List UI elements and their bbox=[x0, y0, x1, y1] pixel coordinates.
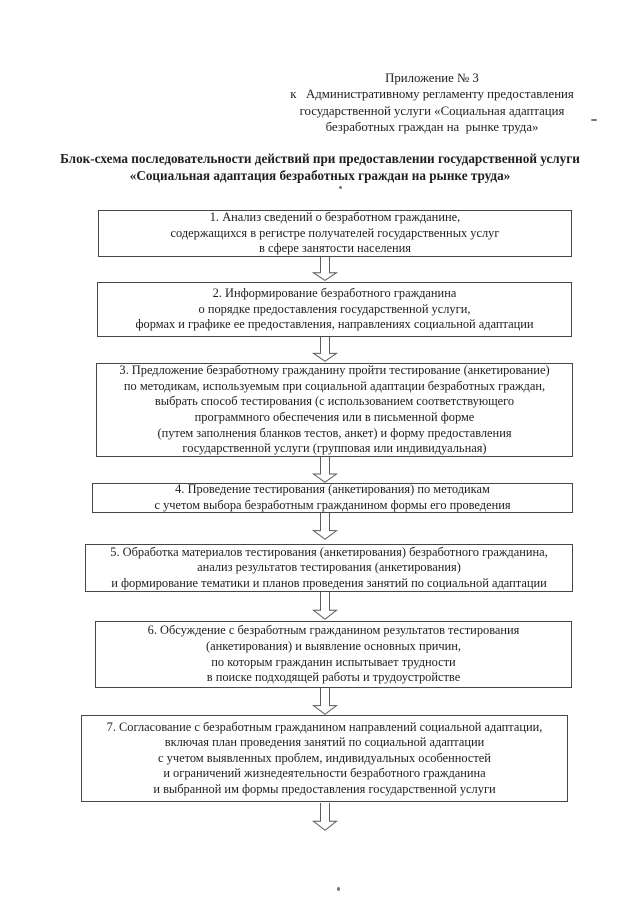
page-title: Блок-схема последовательности действий п… bbox=[0, 151, 640, 184]
flow-step-6-box: 6. Обсуждение с безработным гражданином … bbox=[95, 621, 572, 688]
flow-arrow-icon bbox=[310, 592, 340, 620]
flow-step-7-text: 7. Согласование с безработным гражданино… bbox=[106, 719, 543, 796]
flow-arrow-icon bbox=[310, 257, 340, 281]
appendix-header: Приложение № 3 к Административному регла… bbox=[278, 70, 586, 136]
flow-step-7-box: 7. Согласование с безработным гражданино… bbox=[81, 715, 568, 802]
flow-step-1-box: 1. Анализ сведений о безработном граждан… bbox=[98, 210, 572, 257]
page-title-line: «Социальная адаптация безработных гражда… bbox=[129, 167, 511, 183]
flow-arrow-icon bbox=[310, 513, 340, 540]
flow-step-2-box: 2. Информирование безработного гражданин… bbox=[97, 282, 572, 337]
appendix-line: к Административному регламенту предостав… bbox=[290, 87, 574, 102]
flow-step-4-box: 4. Проведение тестирования (анкетировани… bbox=[92, 482, 573, 513]
scan-speck bbox=[591, 119, 597, 121]
flow-step-1-text: 1. Анализ сведений о безработном граждан… bbox=[170, 210, 500, 256]
appendix-line: безработных граждан на рынке труда» bbox=[325, 120, 539, 135]
flow-step-4-text: 4. Проведение тестирования (анкетировани… bbox=[154, 482, 511, 512]
flow-step-5-text: 5. Обработка материалов тестирования (ан… bbox=[110, 544, 548, 590]
flow-arrow-icon bbox=[310, 457, 340, 483]
flow-step-3-box: 3. Предложение безработному гражданину п… bbox=[96, 363, 573, 457]
flow-step-2-text: 2. Информирование безработного гражданин… bbox=[135, 286, 534, 332]
flow-step-3-text: 3. Предложение безработному гражданину п… bbox=[119, 363, 550, 456]
continuation-arrow-icon bbox=[310, 803, 340, 831]
scan-speck bbox=[337, 887, 340, 891]
appendix-line: Приложение № 3 bbox=[385, 71, 479, 85]
page-title-line: Блок-схема последовательности действий п… bbox=[60, 151, 580, 166]
flow-step-5-box: 5. Обработка материалов тестирования (ан… bbox=[85, 544, 573, 592]
flow-step-6-text: 6. Обсуждение с безработным гражданином … bbox=[147, 623, 520, 685]
appendix-line: государственной услуги «Социальная адапт… bbox=[299, 103, 565, 118]
flow-arrow-icon bbox=[310, 337, 340, 362]
scan-speck bbox=[339, 186, 342, 189]
flow-arrow-icon bbox=[310, 688, 340, 715]
